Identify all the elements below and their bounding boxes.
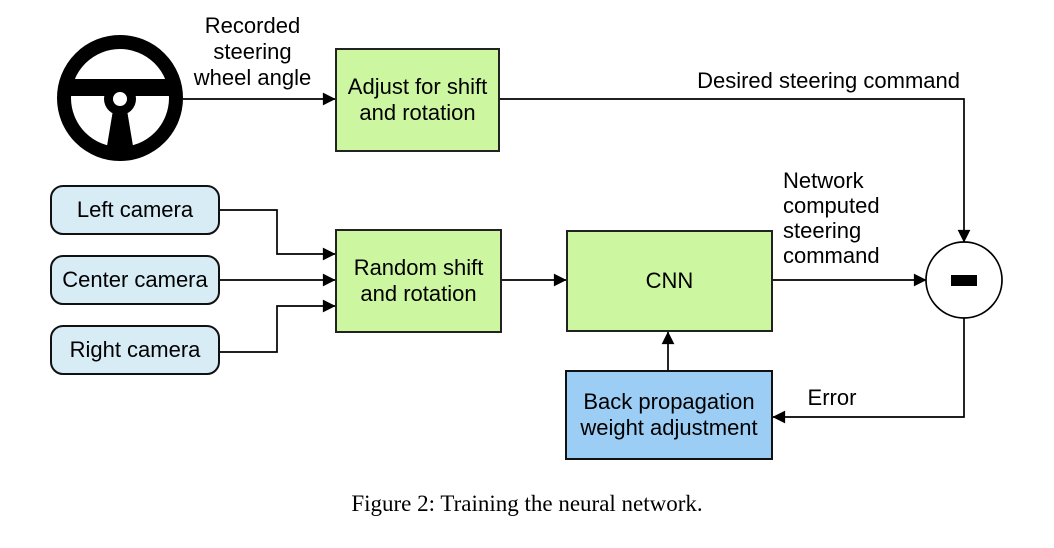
connector-left-camera bbox=[220, 209, 336, 261]
figure-caption: Figure 2: Training the neural network. bbox=[351, 491, 703, 516]
minus-icon bbox=[951, 275, 977, 286]
node-label: CNN bbox=[645, 268, 694, 293]
label-desired-steering-command: Desired steering command bbox=[697, 68, 960, 93]
node-right-camera: Right camera bbox=[50, 325, 220, 375]
node-random-shift-rotation: Random shift and rotation bbox=[335, 229, 502, 333]
connector-subtract-to-backprop bbox=[772, 318, 965, 424]
node-center-camera: Center camera bbox=[50, 255, 220, 305]
node-label: Adjust for shift and rotation bbox=[347, 74, 488, 125]
node-label: Random shift and rotation bbox=[353, 255, 484, 306]
node-label: Left camera bbox=[76, 197, 194, 222]
connector-adjust-to-subtract bbox=[500, 98, 971, 243]
node-backpropagation: Back propagation weight adjustment bbox=[565, 370, 773, 460]
label-error: Error bbox=[807, 385, 857, 410]
label-recorded-steering-wheel-angle: Recorded steering wheel angle bbox=[193, 13, 312, 90]
node-left-camera: Left camera bbox=[50, 185, 220, 235]
connector-right-camera bbox=[220, 299, 336, 353]
steering-wheel-icon bbox=[57, 35, 183, 161]
node-cnn: CNN bbox=[566, 230, 773, 332]
node-adjust-shift-rotation: Adjust for shift and rotation bbox=[335, 48, 500, 152]
node-label: Right camera bbox=[69, 337, 201, 362]
label-network-computed-steering-command: Network computed steering command bbox=[783, 168, 880, 268]
node-label: Center camera bbox=[62, 267, 208, 292]
subtract-junction bbox=[925, 241, 1003, 319]
node-label: Back propagation weight adjustment bbox=[580, 389, 758, 440]
